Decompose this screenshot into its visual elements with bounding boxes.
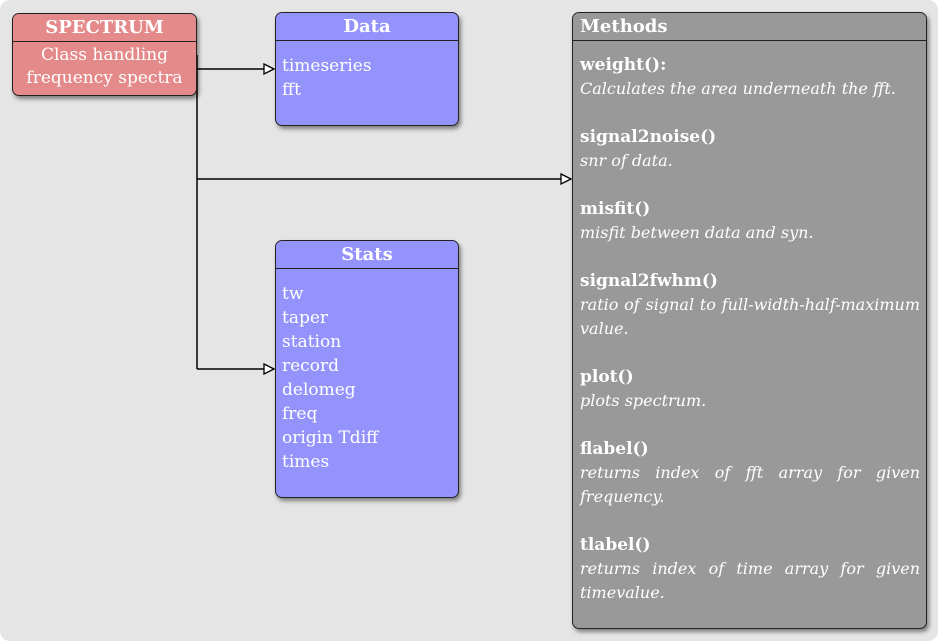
data-field: timeseries bbox=[282, 56, 372, 76]
method-name-line: tlabel() bbox=[580, 533, 920, 557]
method-item: weight(): Calculates the area underneath… bbox=[580, 53, 920, 101]
stats-field: tw bbox=[282, 284, 304, 304]
method-name-suffix: : bbox=[660, 55, 667, 75]
method-item: signal2noise() snr of data. bbox=[580, 125, 920, 173]
method-name-line: misfit() bbox=[580, 197, 920, 221]
method-description: snr of data. bbox=[580, 151, 673, 170]
method-name-line: flabel() bbox=[580, 437, 920, 461]
method-item: misfit() misfit between data and syn. bbox=[580, 197, 920, 245]
spectrum-description-line1: Class handling bbox=[40, 45, 169, 65]
method-item: signal2fwhm() ratio of signal to full-wi… bbox=[580, 269, 920, 341]
spectrum-class-box: SPECTRUM Class handling frequency spectr… bbox=[12, 13, 197, 96]
data-field: fft bbox=[282, 80, 301, 100]
method-name: signal2fwhm() bbox=[580, 271, 718, 291]
method-name: tlabel() bbox=[580, 535, 651, 555]
method-item: tlabel() returns index of time array for… bbox=[580, 533, 920, 605]
method-name-line: weight(): bbox=[580, 53, 920, 77]
method-description: returns index of time array for given ti… bbox=[580, 559, 920, 602]
stats-box-title: Stats bbox=[276, 241, 458, 269]
method-name-line: signal2noise() bbox=[580, 125, 920, 149]
stats-field: delomeg bbox=[282, 380, 356, 400]
spectrum-description-line2: frequency spectra bbox=[26, 68, 183, 88]
method-description: returns index of fft array for given fre… bbox=[580, 463, 920, 506]
stats-attributes-box: Stats tw taper station record delomeg fr… bbox=[275, 240, 459, 498]
stats-field: freq bbox=[282, 404, 318, 424]
method-name-line: plot() bbox=[580, 365, 920, 389]
method-description: misfit between data and syn. bbox=[580, 223, 814, 242]
stats-field: taper bbox=[282, 308, 329, 328]
methods-list: weight(): Calculates the area underneath… bbox=[573, 41, 926, 605]
method-item: flabel() returns index of fft array for … bbox=[580, 437, 920, 509]
data-field-list: timeseries fft bbox=[276, 41, 458, 102]
methods-box-title: Methods bbox=[573, 13, 926, 41]
method-description: Calculates the area underneath the fft. bbox=[580, 79, 896, 98]
spectrum-description: Class handling frequency spectra bbox=[13, 42, 196, 90]
stats-field: record bbox=[282, 356, 339, 376]
spectrum-title: SPECTRUM bbox=[13, 14, 196, 42]
method-name: weight() bbox=[580, 55, 661, 75]
method-name: misfit() bbox=[580, 199, 651, 219]
stats-field-list: tw taper station record delomeg freq ori… bbox=[276, 269, 458, 474]
method-name-line: signal2fwhm() bbox=[580, 269, 920, 293]
data-box-title: Data bbox=[276, 13, 458, 41]
method-name: plot() bbox=[580, 367, 634, 387]
method-description: ratio of signal to full-width-half-maxim… bbox=[580, 295, 920, 338]
stats-field: origin Tdiff bbox=[282, 428, 379, 448]
method-item: plot() plots spectrum. bbox=[580, 365, 920, 413]
stats-field: station bbox=[282, 332, 342, 352]
methods-box: Methods weight(): Calculates the area un… bbox=[572, 12, 927, 629]
method-name: flabel() bbox=[580, 439, 649, 459]
method-name: signal2noise() bbox=[580, 127, 717, 147]
stats-field: times bbox=[282, 452, 330, 472]
data-attributes-box: Data timeseries fft bbox=[275, 12, 459, 126]
method-description: plots spectrum. bbox=[580, 391, 707, 410]
